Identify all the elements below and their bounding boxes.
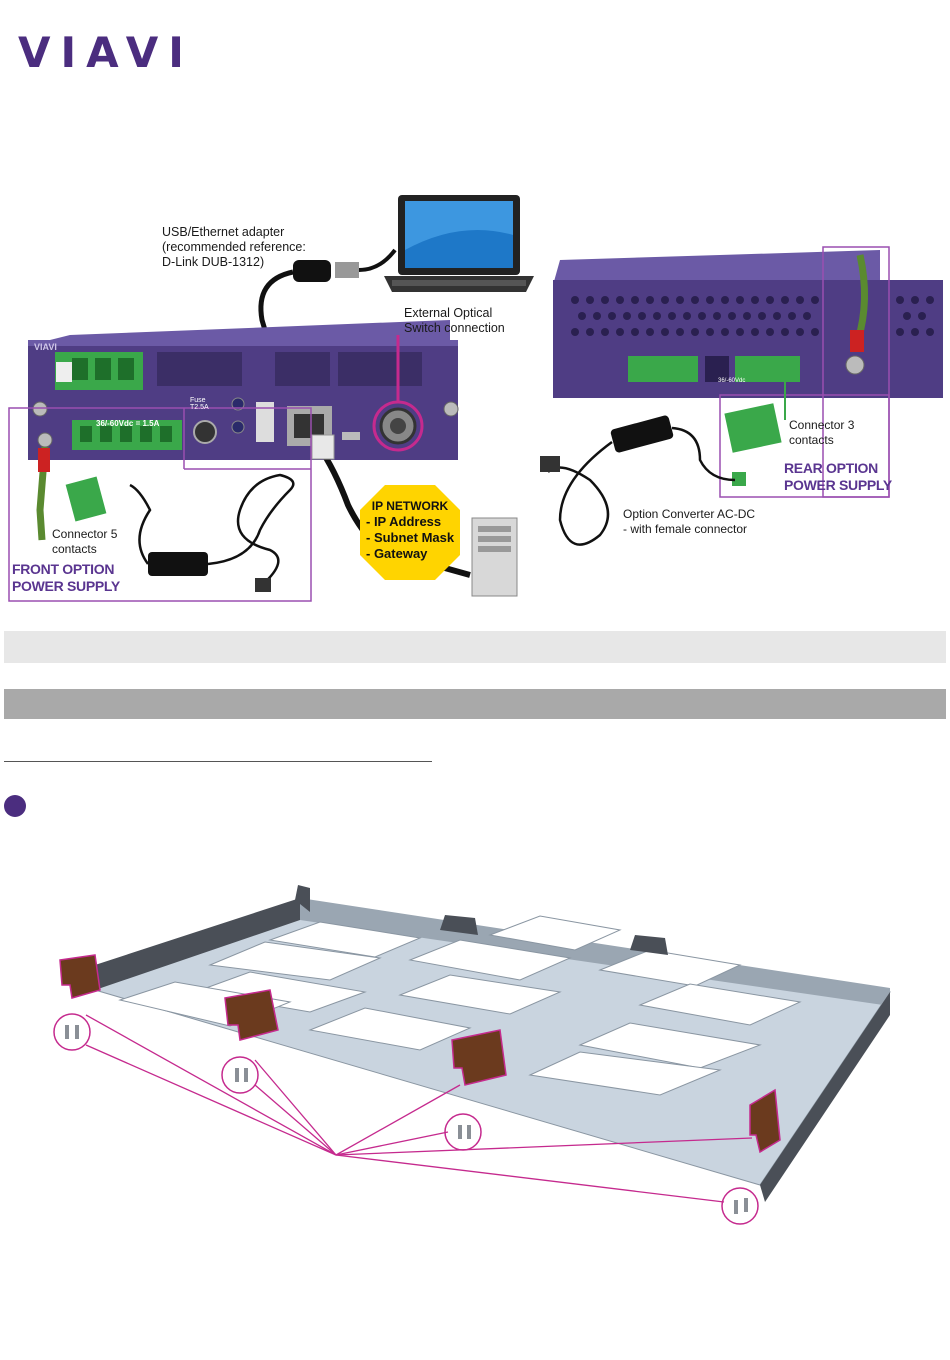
bracket-icon xyxy=(59,954,781,1154)
connector3-label: Connector 3 contacts xyxy=(789,418,855,447)
device-logo: VIAVI xyxy=(34,342,57,352)
server-icon xyxy=(471,517,518,597)
front-device xyxy=(28,320,459,541)
step-bullet xyxy=(4,795,26,817)
rear-power-rating: 36/-60Vdc xyxy=(718,378,746,384)
front-option-power-supply-title: FRONT OPTION POWER SUPPLY xyxy=(12,561,120,594)
optical-switch-label: External Optical Switch connection xyxy=(404,306,505,335)
front-power-rating: 36/-60Vdc = 1.5A xyxy=(96,419,160,428)
connector5-icon xyxy=(65,476,107,522)
connection-diagram xyxy=(8,195,943,602)
viavi-logo: VIAVI xyxy=(18,28,194,77)
ac-adapter-rear xyxy=(540,415,736,546)
section-bar-light xyxy=(4,631,946,663)
rear-device xyxy=(553,250,943,398)
ip-network-sign xyxy=(360,485,460,580)
connector3-icon xyxy=(724,403,782,486)
usb-adapter-label: USB/Ethernet adapter (recommended refere… xyxy=(162,225,306,269)
ip-network-title: IP NETWORK xyxy=(371,499,449,513)
ip-network-item: - Subnet Mask xyxy=(366,530,455,545)
fuse-label: Fuse T2.5A xyxy=(190,397,209,411)
ip-network-sign-text: IP NETWORK - IP Address - Subnet Mask - … xyxy=(360,498,460,562)
rear-option-power-supply-title: REAR OPTION POWER SUPPLY xyxy=(784,460,892,493)
laptop-icon xyxy=(384,195,534,292)
mounting-tray-diagram xyxy=(53,885,891,1225)
ip-network-item: - Gateway xyxy=(366,546,428,561)
connector5-label: Connector 5 contacts xyxy=(52,527,118,556)
converter-label: Option Converter AC-DC - with female con… xyxy=(623,507,756,536)
ac-adapter-front xyxy=(129,473,295,592)
section-bar-dark xyxy=(4,689,946,719)
ip-network-item: - IP Address xyxy=(366,514,442,529)
section-rule xyxy=(4,761,432,762)
